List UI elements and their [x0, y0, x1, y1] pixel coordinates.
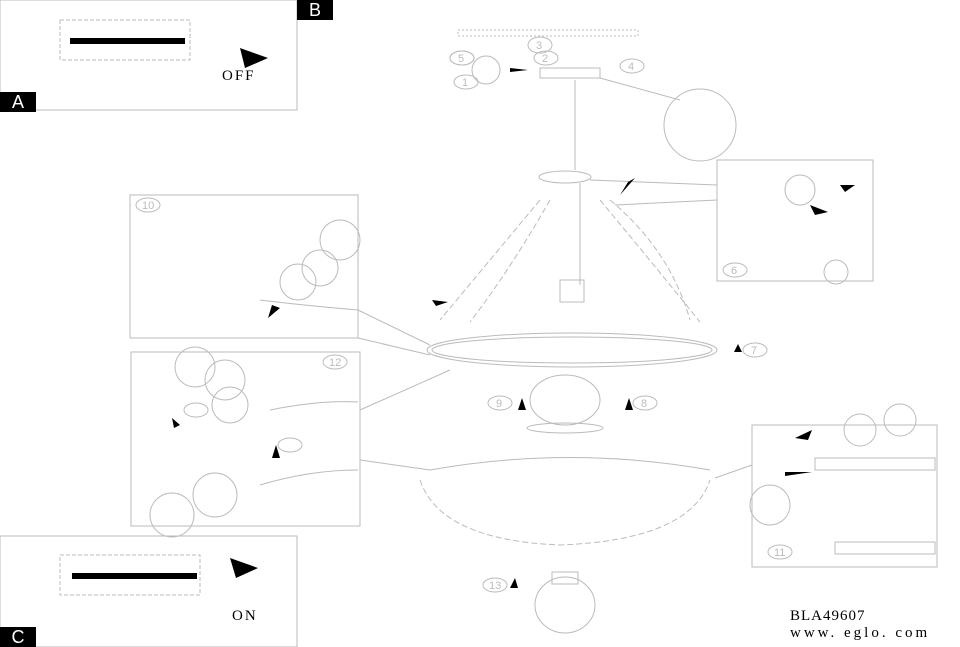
- part-9-label: 9: [496, 398, 502, 410]
- off-arrow-icon: [240, 48, 268, 68]
- terminal-block-a: [59, 19, 191, 61]
- panel-a-label: A: [0, 92, 36, 112]
- terminal-a-wires: [70, 38, 185, 44]
- panel-a-frame: [0, 0, 298, 111]
- part-7-label: 7: [751, 345, 757, 357]
- switch-on-text: ON: [232, 608, 258, 624]
- ceiling: [457, 29, 639, 37]
- part-2-label: 2: [542, 53, 548, 65]
- model-number: BLA49607: [790, 608, 866, 624]
- part-6-label: 6: [731, 265, 737, 277]
- switch-off-text: OFF: [222, 68, 256, 84]
- panel-c-label: C: [0, 627, 36, 647]
- detail-12-frame: [130, 351, 361, 527]
- terminal-detail-circle: [663, 88, 737, 162]
- main-ring: [426, 332, 718, 368]
- bulb: [534, 576, 596, 634]
- panel-b-label: B: [297, 0, 333, 20]
- panel-c-frame: [0, 535, 298, 647]
- bead-bowl: [419, 479, 711, 546]
- part-1-label: 1: [462, 77, 468, 89]
- part-4-label: 4: [628, 61, 634, 73]
- canopy-plate: [539, 67, 601, 79]
- terminal-block-c: [59, 554, 201, 596]
- part-8-label: 8: [641, 398, 647, 410]
- part-13-label: 13: [489, 580, 501, 592]
- detail-6-frame: [716, 159, 874, 282]
- part-3-label: 3: [536, 40, 542, 52]
- part-11-label: 11: [774, 547, 785, 559]
- detail-11-frame: [751, 424, 938, 568]
- detail-10-frame: [129, 194, 359, 339]
- part-12-label: 12: [329, 357, 341, 369]
- on-arrow-icon: [230, 558, 258, 578]
- part-10-label: 10: [142, 200, 154, 212]
- part-5-label: 5: [458, 53, 464, 65]
- terminal-c-wires: [72, 573, 197, 579]
- website: www. eglo. com: [790, 625, 931, 641]
